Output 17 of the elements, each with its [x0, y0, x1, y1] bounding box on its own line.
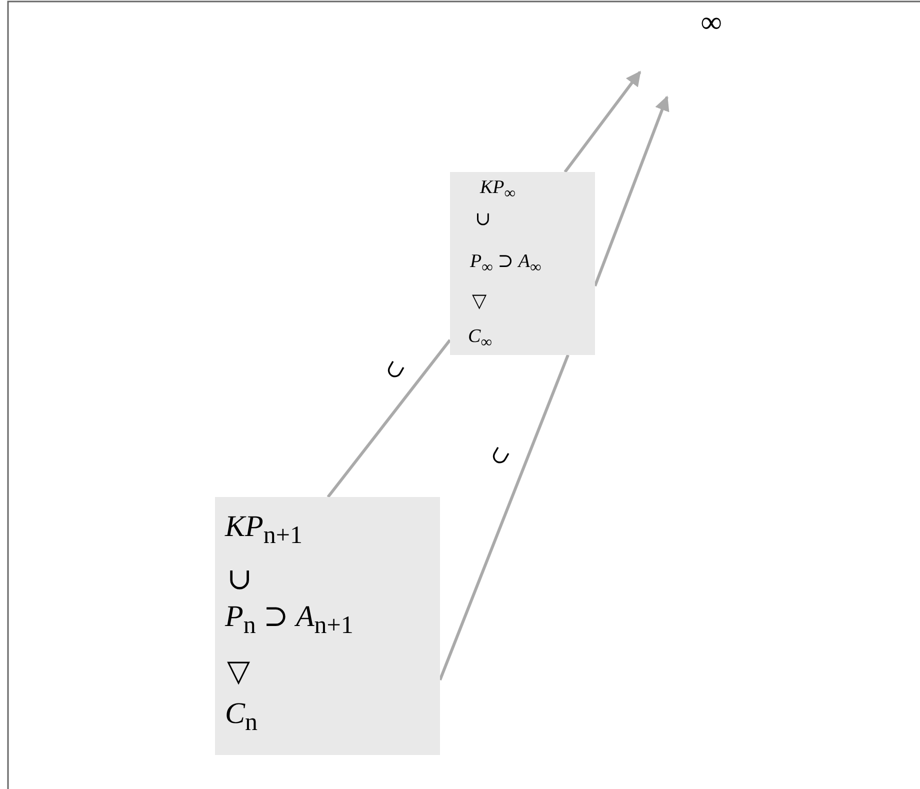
math-expression: P$_{∞}$ ⊃ A$_{∞}$: [470, 252, 542, 276]
math-expression: C$_{n}$: [225, 699, 258, 735]
math-expression: ∪: [475, 210, 491, 229]
math-expression: ▽: [472, 292, 487, 311]
math-box: [215, 497, 440, 755]
connector-line: [326, 339, 452, 498]
arrow: [594, 96, 670, 287]
math-expression: ∪: [227, 565, 252, 595]
math-expression: KP$_{∞}$: [480, 178, 516, 202]
math-expression: P$_{n}$ ⊃ A$_{n+1}$: [225, 602, 354, 638]
math-expression: KP$_{n+1}$: [225, 512, 302, 548]
connector-line: [438, 354, 570, 681]
math-expression: C$_{∞}$: [468, 327, 492, 351]
infinity-symbol: ∞: [700, 8, 722, 38]
arrow: [564, 70, 642, 173]
math-box: [450, 172, 595, 355]
math-expression: ▽: [227, 657, 250, 687]
